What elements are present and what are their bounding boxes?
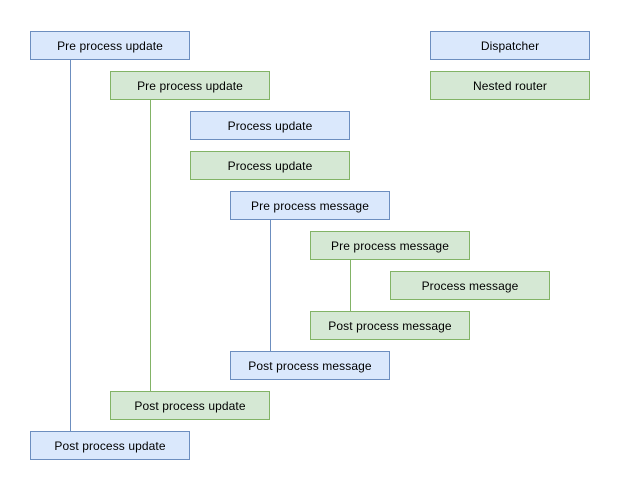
process-node[interactable]: Pre process update xyxy=(30,31,190,60)
process-node[interactable]: Post process message xyxy=(230,351,390,380)
process-node[interactable]: Process message xyxy=(390,271,550,300)
process-node[interactable]: Pre process message xyxy=(230,191,390,220)
legend-item[interactable]: Nested router xyxy=(430,71,590,100)
process-node[interactable]: Post process update xyxy=(110,391,270,420)
process-node[interactable]: Pre process message xyxy=(310,231,470,260)
connector-line xyxy=(150,100,151,391)
process-node[interactable]: Process update xyxy=(190,111,350,140)
connector-line xyxy=(350,260,351,311)
process-node[interactable]: Process update xyxy=(190,151,350,180)
connector-line xyxy=(270,220,271,351)
process-node[interactable]: Post process update xyxy=(30,431,190,460)
legend-item[interactable]: Dispatcher xyxy=(430,31,590,60)
process-node[interactable]: Post process message xyxy=(310,311,470,340)
connector-line xyxy=(70,60,71,431)
process-node[interactable]: Pre process update xyxy=(110,71,270,100)
